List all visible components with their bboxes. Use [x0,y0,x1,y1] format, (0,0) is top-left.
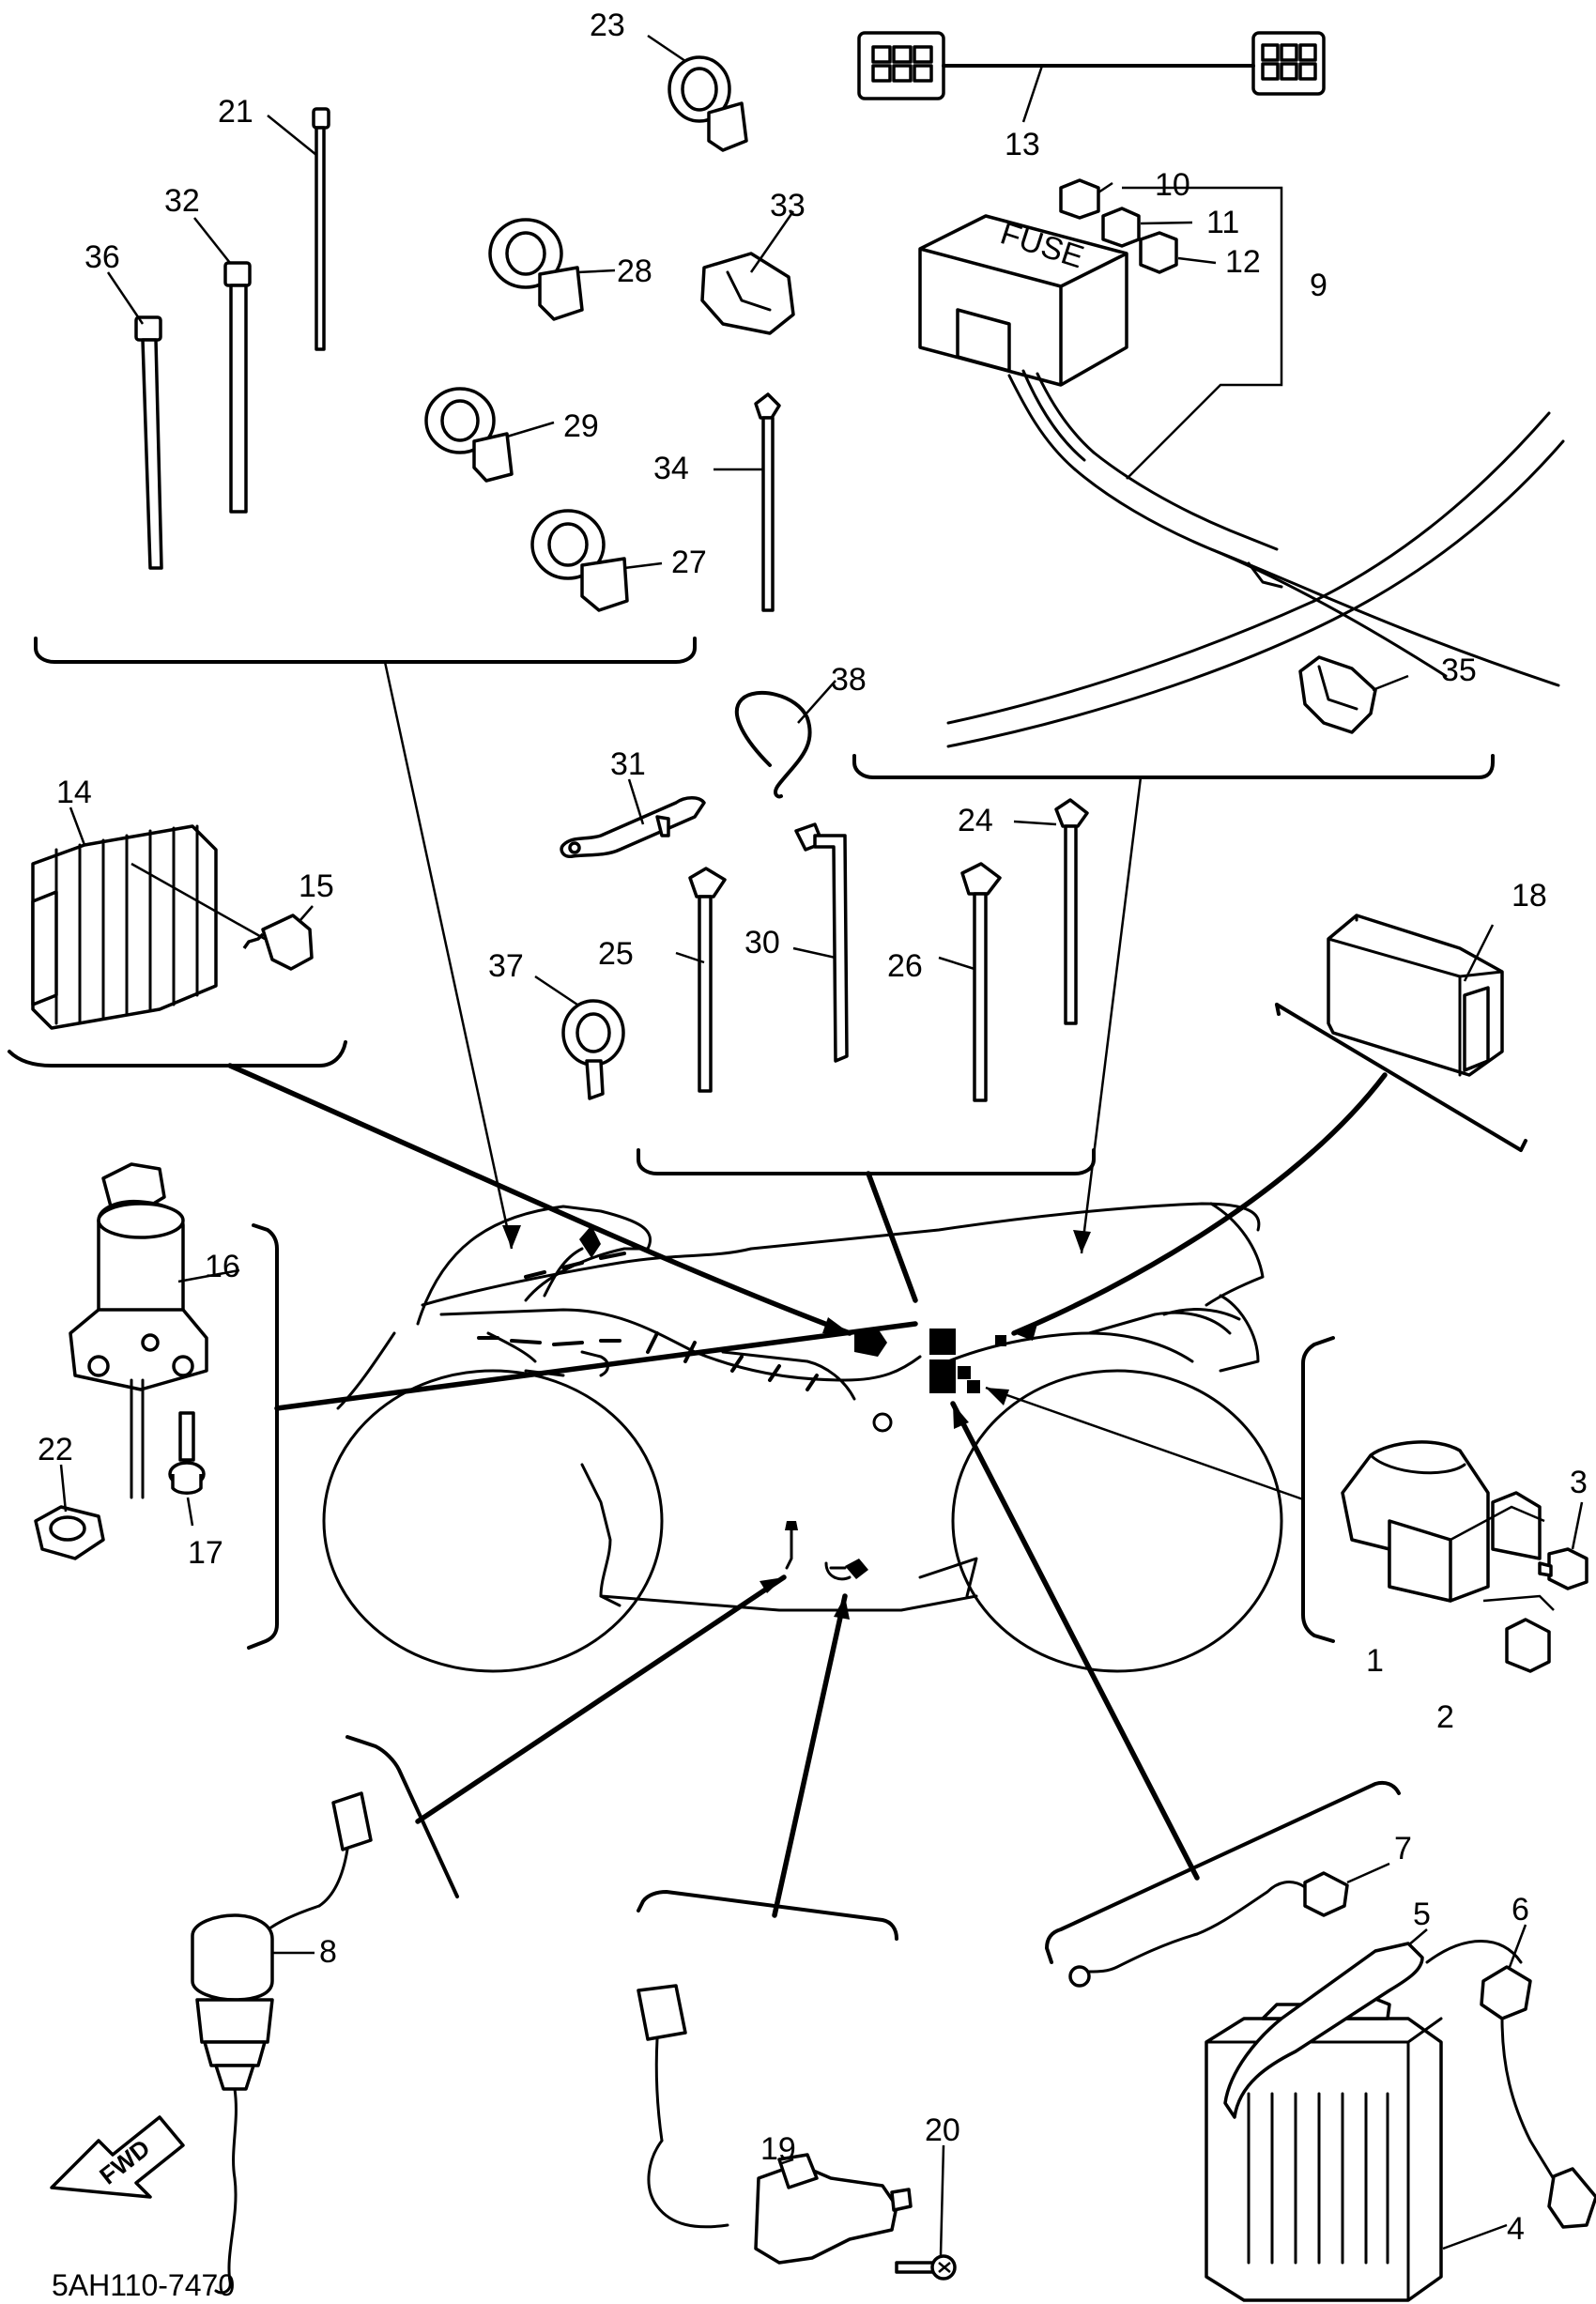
fuse-12 [1139,231,1178,274]
callout-19: 19 [760,2131,796,2167]
fuse-10 [1059,178,1100,220]
callout-35: 35 [1441,653,1477,688]
screw-20 [895,2254,957,2281]
callout-34: 34 [653,451,689,486]
cable-tie-36 [134,315,163,570]
callout-13: 13 [1005,127,1040,162]
callout-22: 22 [38,1432,73,1467]
callout-30: 30 [744,925,780,960]
clamp-27 [530,509,629,612]
clamp-28 [488,218,584,321]
callout-7: 7 [1394,1831,1412,1866]
cable-tie-21 [312,107,330,351]
starter-relay-1 [1341,1440,1555,1611]
callout-10: 10 [1155,167,1190,203]
callout-20: 20 [925,2112,960,2148]
callout-11: 11 [1206,205,1239,240]
band-24 [1054,798,1089,1025]
fuse-2 [1505,1618,1551,1673]
callout-9: 9 [1310,268,1327,303]
callout-16: 16 [205,1249,240,1284]
battery-band-5 [1223,1942,1424,2119]
neutral-switch-8 [191,1791,373,2295]
relay-18 [1327,914,1504,1077]
rear-brake-switch-19 [637,1984,913,2265]
rectifier-regulator-14 [31,824,218,1030]
diagram-code: 5AH110-7470 [52,2268,235,2302]
callout-numbers: 1 2 3 4 5 6 7 8 9 10 11 12 13 14 15 16 1… [38,8,1588,2247]
band-26 [960,862,1002,1102]
fuse-11 [1101,207,1141,248]
callout-21: 21 [218,94,253,130]
clip-35 [1298,655,1377,734]
leader-lines [227,661,1388,1918]
callout-29: 29 [563,408,599,444]
bolt-15 [130,862,314,971]
callout-32: 32 [164,183,200,219]
bolt-17 [168,1411,206,1495]
callout-24: 24 [958,803,993,838]
callout-37: 37 [488,948,524,984]
fwd-arrow: FWD [50,2115,185,2199]
callout-26: 26 [887,948,923,984]
band-31 [560,796,706,859]
callout-5: 5 [1413,1897,1431,1932]
band-25 [688,867,727,1093]
fuse-box-9 [918,186,1565,748]
battery-lead-6 [1425,1940,1596,2229]
bolt-3 [1538,1547,1588,1590]
clamp-37 [561,999,625,1100]
callout-31: 31 [610,746,646,782]
cable-tie-32 [223,261,252,514]
band-34 [754,392,781,612]
callout-1: 1 [1366,1643,1384,1679]
callout-23: 23 [590,8,625,43]
callout-18: 18 [1512,878,1547,914]
clip-33 [700,252,795,335]
callout-33: 33 [770,188,806,223]
band-30 [794,822,849,1063]
clamp-22 [34,1505,105,1560]
callout-14: 14 [56,775,92,810]
callout-6: 6 [1512,1892,1529,1928]
callout-27: 27 [671,545,707,580]
callout-3: 3 [1570,1465,1588,1500]
callout-12: 12 [1225,244,1261,280]
callout-17: 17 [188,1535,223,1571]
callout-leaders [59,34,1584,2256]
callout-4: 4 [1507,2211,1525,2247]
callout-8: 8 [319,1934,337,1970]
callout-36: 36 [84,239,120,275]
callout-15: 15 [299,868,334,904]
battery-lead-7 [1068,1871,1349,1988]
battery-4 [1205,1993,1443,2302]
main-switch-16 [69,1162,208,1499]
coupler-13 [857,31,1326,123]
callout-2: 2 [1436,1699,1454,1735]
callout-38: 38 [831,662,867,698]
clamp-29 [424,387,514,483]
clamp-23 [668,55,748,152]
callout-28: 28 [617,253,652,289]
callout-25: 25 [598,936,634,972]
clip-38 [734,690,812,799]
